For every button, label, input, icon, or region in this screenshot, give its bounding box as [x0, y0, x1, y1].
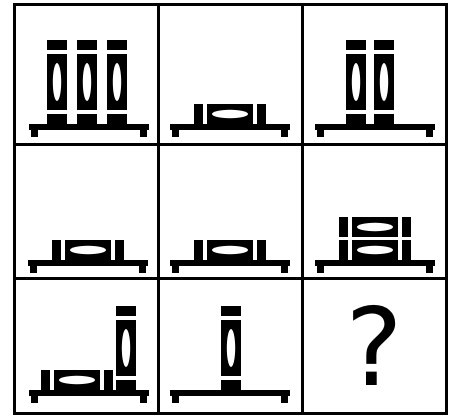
vertical-book-icon — [47, 40, 67, 124]
cell-r3-c1 — [29, 306, 149, 403]
shelf-icon — [170, 390, 290, 403]
horizontal-book-icon — [41, 370, 113, 390]
shelf-icon — [29, 390, 149, 403]
vertical-book-icon — [77, 40, 97, 124]
cell-r2-c2 — [170, 240, 290, 273]
cell-r2-c3 — [315, 217, 435, 273]
shelf-icon — [28, 260, 148, 273]
horizontal-book-icon — [339, 240, 411, 260]
shelf-icon — [315, 260, 435, 273]
horizontal-book-icon — [52, 240, 124, 260]
shelf-icon — [170, 260, 290, 273]
horizontal-book-icon — [194, 240, 266, 260]
cell-r1-c3 — [315, 40, 435, 137]
vertical-book-icon — [221, 306, 241, 390]
question-mark: ? — [345, 286, 402, 411]
shelf-icon — [170, 124, 290, 137]
cell-r2-c1 — [28, 240, 148, 273]
horizontal-book-icon — [339, 217, 411, 237]
shelf-icon — [29, 124, 149, 137]
vertical-book-icon — [346, 40, 366, 124]
cell-r1-c2 — [170, 104, 290, 137]
shelf-icon — [315, 124, 435, 137]
vertical-book-icon — [374, 40, 394, 124]
cell-r3-c2 — [170, 306, 290, 403]
cell-r3-c3: ? — [345, 286, 402, 411]
cell-r1-c1 — [29, 40, 149, 137]
vertical-book-icon — [107, 40, 127, 124]
horizontal-book-icon — [194, 104, 266, 124]
vertical-book-icon — [116, 306, 136, 390]
